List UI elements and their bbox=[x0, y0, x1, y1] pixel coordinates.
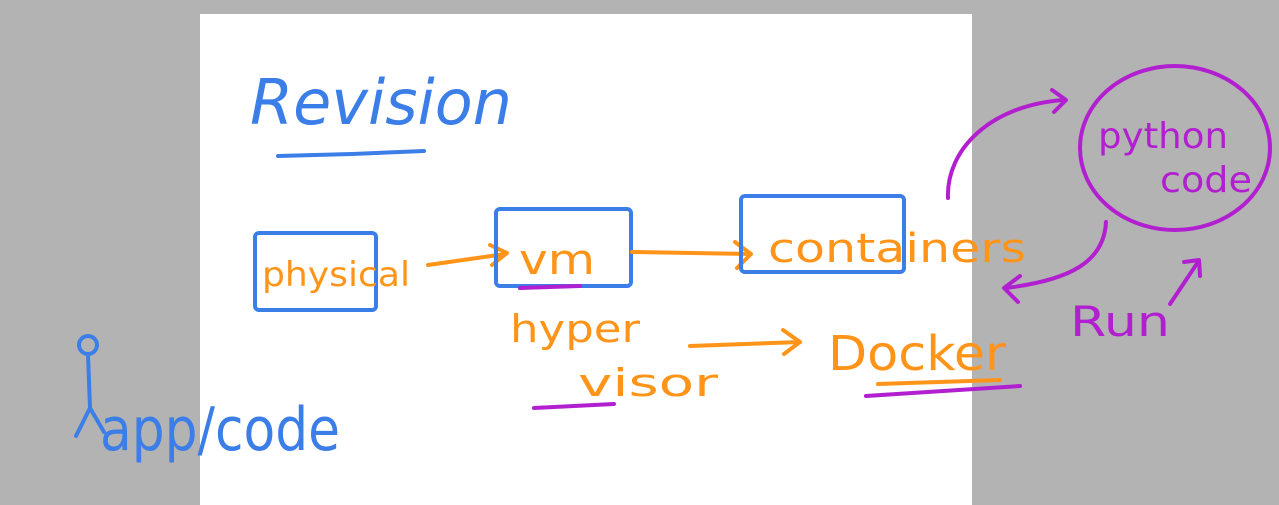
title-text: Revision bbox=[250, 66, 512, 139]
python-code-circle bbox=[1078, 64, 1272, 232]
arrow-python-to-containers bbox=[1002, 220, 1108, 304]
app-code-label: app/code bbox=[100, 395, 340, 465]
containers-label: containers bbox=[768, 226, 1026, 272]
docker-underline-magenta bbox=[864, 384, 1022, 398]
python-label-line2: code bbox=[1160, 160, 1252, 201]
title-underline bbox=[276, 149, 426, 158]
user-figure-icon bbox=[74, 334, 106, 438]
python-label-line1: python bbox=[1098, 116, 1228, 157]
docker-underline-orange bbox=[876, 378, 1002, 386]
containers-box bbox=[739, 194, 906, 274]
hypervisor-label-line1: hyper bbox=[510, 307, 640, 351]
whiteboard bbox=[200, 14, 972, 505]
arrow-vm-to-containers bbox=[630, 240, 753, 270]
arrow-run-to-python bbox=[1168, 258, 1202, 306]
arrow-hypervisor-to-docker bbox=[688, 328, 802, 356]
vm-label: vm bbox=[519, 235, 595, 284]
hypervisor-label-line2: visor bbox=[578, 361, 719, 405]
vm-underline bbox=[518, 284, 582, 290]
docker-label: Docker bbox=[828, 326, 1006, 382]
physical-box bbox=[253, 231, 378, 312]
run-label: Run bbox=[1070, 297, 1170, 346]
physical-label: physical bbox=[262, 255, 410, 295]
hypervisor-underline bbox=[532, 402, 616, 410]
arrow-containers-to-python bbox=[945, 88, 1068, 200]
